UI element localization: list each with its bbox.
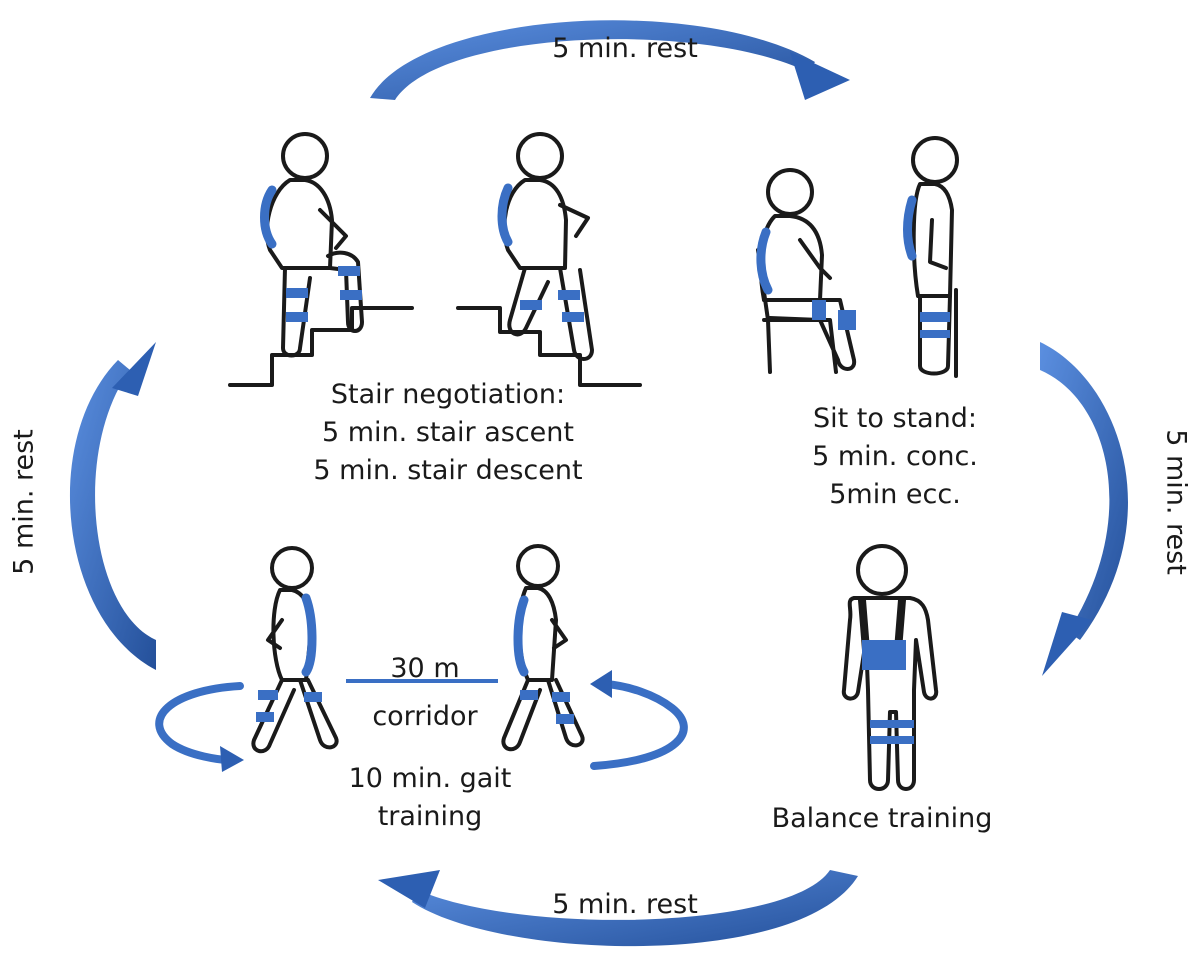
- sit-to-stand-station-label: Sit to stand: 5 min. conc. 5min ecc.: [770, 400, 1020, 514]
- cycle-arrow-right-icon: [1040, 342, 1128, 676]
- gait-training-word: training: [377, 801, 483, 832]
- walking-figure-right-icon: [501, 544, 585, 752]
- gait-station-label: 10 min. gait training: [300, 760, 560, 836]
- corridor-label: 30 m corridor: [340, 650, 510, 736]
- seated-figure-icon: [756, 168, 857, 374]
- walking-figure-left-icon: [251, 546, 339, 754]
- sit-eccentric-duration: 5min ecc.: [829, 479, 961, 510]
- rest-label-bottom: 5 min. rest: [552, 889, 698, 920]
- corridor-length: 30 m: [390, 653, 460, 684]
- rest-label-left: 5 min. rest: [8, 429, 40, 575]
- gait-duration: 10 min. gait: [348, 763, 512, 794]
- stair-descent-figure-icon: [456, 132, 642, 387]
- turn-arrow-left-icon: [155, 682, 244, 772]
- stair-ascent-figure-icon: [228, 132, 414, 387]
- turn-arrow-right-icon: [590, 670, 688, 770]
- cycle-arrow-left-icon: [69, 342, 156, 670]
- balance-figure-icon: [841, 544, 939, 791]
- standing-figure-icon: [903, 136, 959, 378]
- stair-descent-duration: 5 min. stair descent: [313, 455, 583, 486]
- stair-title: Stair negotiation:: [330, 379, 566, 410]
- balance-station-label: Balance training: [771, 803, 993, 834]
- cycle-arrow-bottom-icon: [378, 870, 858, 947]
- rest-label-top: 5 min. rest: [552, 33, 698, 64]
- sit-title: Sit to stand:: [812, 403, 978, 434]
- rest-label-right: 5 min. rest: [1160, 429, 1192, 575]
- corridor-word: corridor: [372, 701, 478, 732]
- stair-ascent-duration: 5 min. stair ascent: [322, 417, 574, 448]
- cycle-arrow-top-icon: [370, 20, 850, 100]
- sit-concentric-duration: 5 min. conc.: [812, 441, 978, 472]
- stair-station-label: Stair negotiation: 5 min. stair ascent 5…: [268, 376, 628, 490]
